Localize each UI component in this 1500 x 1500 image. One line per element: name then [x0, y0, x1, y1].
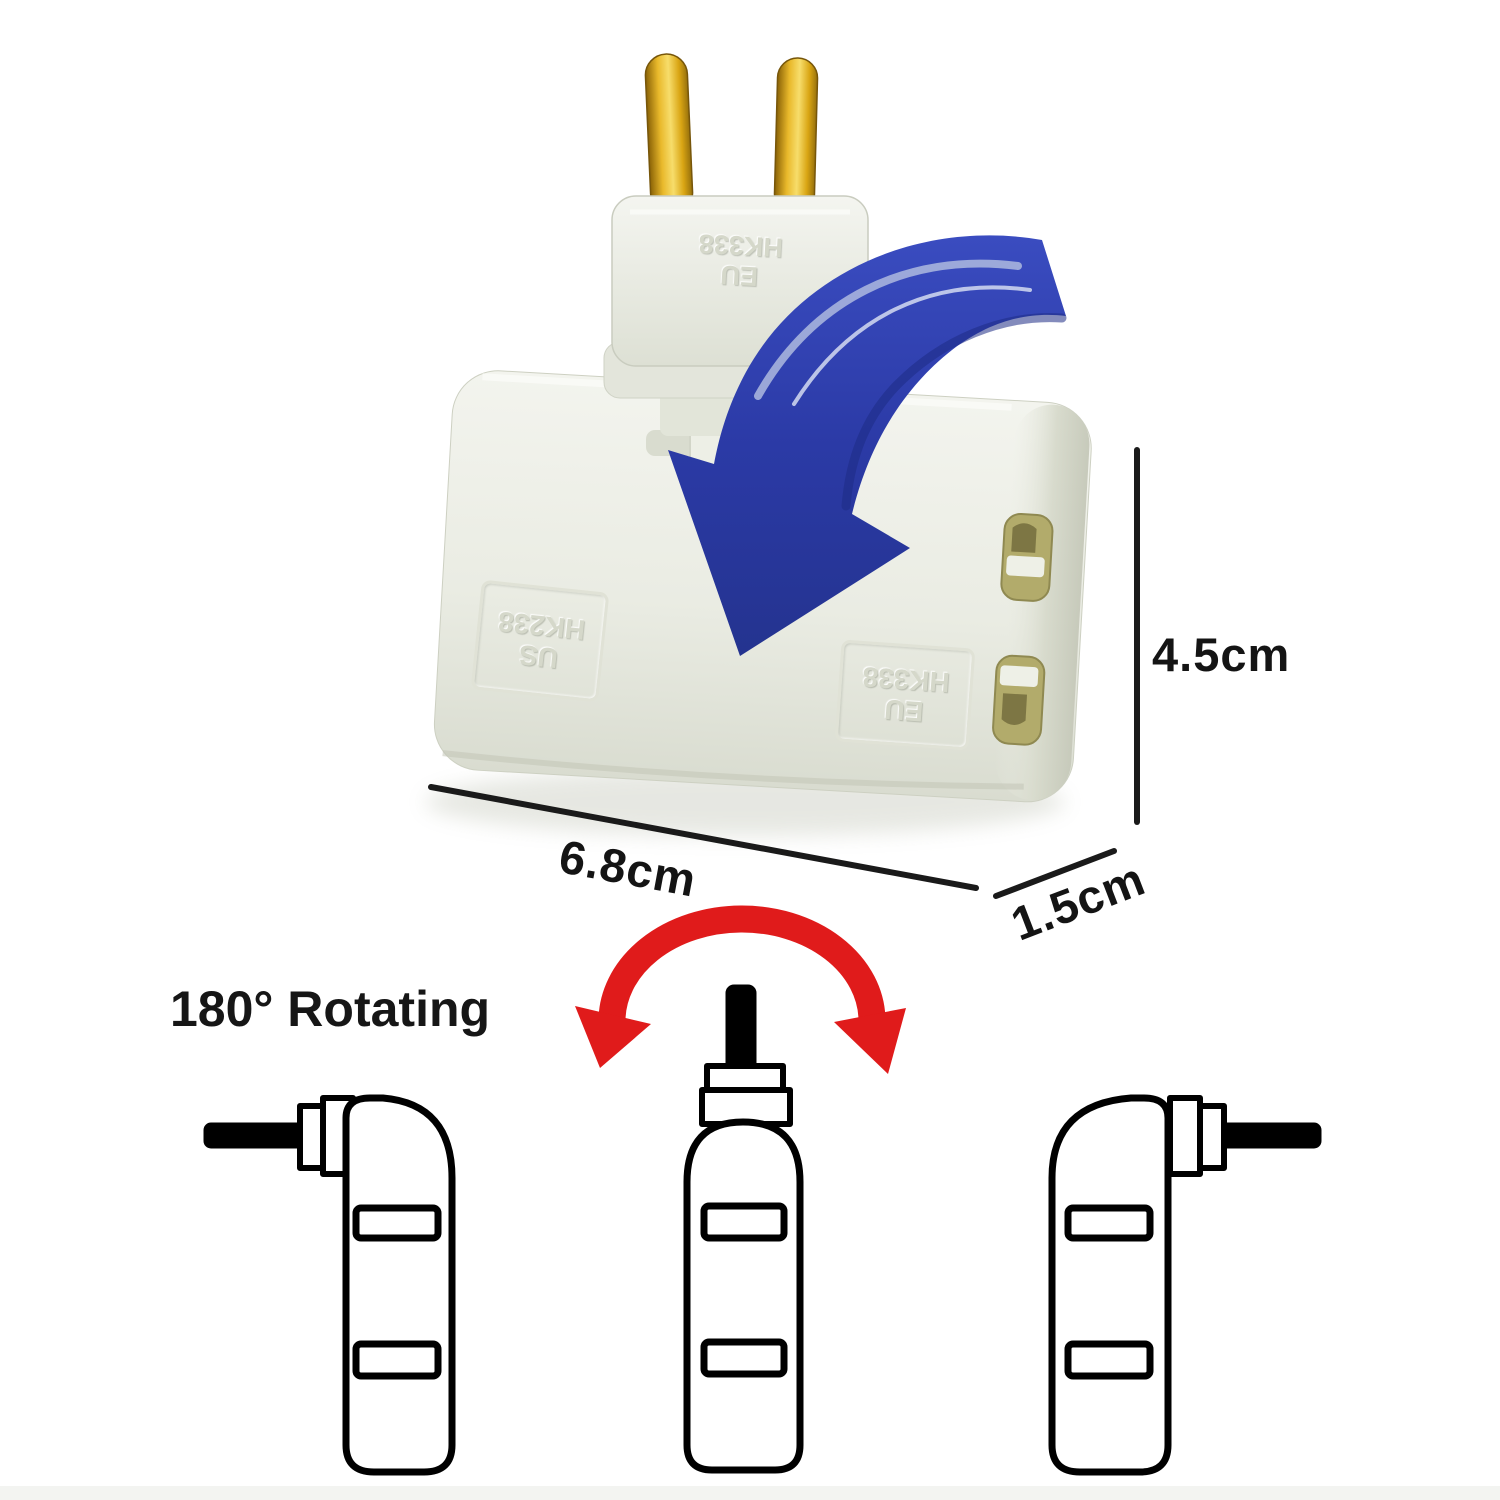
plug-pin-up [725, 984, 757, 1074]
plug-pin-left [203, 1122, 311, 1149]
bottom-strip [0, 1486, 1500, 1500]
body-right-embossed-panel: EU HK338 [834, 639, 976, 751]
body-left-embossed-panel: US HK238 [470, 579, 610, 703]
blue-rotation-arrow-icon [668, 235, 1067, 656]
diagram-plug-up [683, 984, 804, 1474]
body-right-marking-model: HK338 [861, 661, 951, 699]
body-left-marking-region: US [517, 639, 560, 675]
plug-pin-right [1214, 1122, 1322, 1149]
body-left-marking-model: HK238 [496, 605, 587, 646]
dimension-line-width [428, 784, 979, 891]
outlet-slot [700, 1202, 788, 1242]
body-right-marking-region: EU [883, 694, 925, 728]
plug-embossed-marking: EU HK338 [659, 226, 822, 295]
outlet-slot [1064, 1204, 1154, 1242]
socket-upper [1000, 513, 1054, 602]
diagram-plug-left [203, 1094, 456, 1476]
outlet-slot [700, 1338, 788, 1378]
plug-pins [644, 53, 819, 215]
product-photo [425, 53, 1092, 836]
rotation-section-title: 180° Rotating [170, 981, 491, 1037]
diagram-plug-right [1048, 1094, 1322, 1476]
outlet-slot [352, 1204, 442, 1242]
socket-lower [992, 654, 1046, 746]
outlet-slot [1064, 1340, 1154, 1380]
height-dimension-label: 4.5cm [1152, 628, 1291, 681]
red-rotation-arrow-icon [575, 905, 906, 1074]
dimension-line-depth [993, 848, 1117, 899]
outlet-slot [352, 1340, 442, 1380]
dimension-lines [428, 447, 1140, 899]
